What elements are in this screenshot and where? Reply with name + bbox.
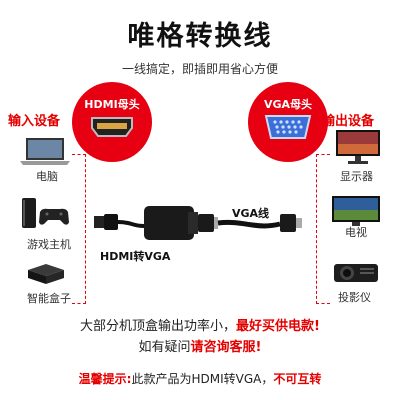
warm-tip-warning: 不可互转	[273, 372, 322, 386]
support-note-text: 如有疑问	[138, 340, 191, 355]
output-devices-label: 输出设备	[322, 114, 375, 129]
hdmi-connector-bubble: HDMI母头	[72, 82, 152, 162]
input-devices-label: 输入设备	[8, 114, 61, 129]
input-bracket-line	[72, 154, 86, 304]
power-note-highlight: 最好买供电款!	[236, 319, 320, 334]
vga-connector-bubble: VGA母头	[248, 82, 328, 162]
device-label-smart-box: 智能盒子	[27, 292, 71, 305]
hdmi-port-icon	[91, 117, 133, 137]
vga-connector-label: VGA母头	[263, 98, 313, 111]
output-bracket-line	[316, 154, 330, 304]
support-note-highlight: 请咨询客服!	[190, 340, 262, 355]
device-label-game-console: 游戏主机	[27, 238, 71, 251]
warm-tip-body: 此款产品为HDMI转VGA，	[131, 372, 274, 386]
warm-tip: 温馨提示:此款产品为HDMI转VGA，不可互转	[0, 370, 400, 387]
power-note-text: 大部分机顶盒输出功率小，	[80, 319, 237, 334]
device-label-computer: 电脑	[36, 170, 58, 183]
page-subtitle: 一线搞定，即插即用省心方便	[121, 62, 278, 76]
device-label-monitor: 显示器	[340, 170, 373, 183]
tv-icon	[332, 196, 380, 226]
warm-tip-prefix: 温馨提示:	[78, 372, 132, 386]
power-note: 大部分机顶盒输出功率小，最好买供电款!	[0, 315, 400, 334]
game-console-icon	[22, 198, 69, 228]
vga-cable-label: VGA线	[232, 207, 270, 220]
laptop-icon	[20, 138, 70, 165]
page-title: 唯格转换线	[127, 21, 273, 52]
vga-port-icon	[264, 115, 312, 139]
hdmi-connector-label: HDMI母头	[84, 98, 140, 111]
device-label-projector: 投影仪	[338, 291, 371, 304]
smart-box-icon	[28, 264, 64, 284]
hdmi-to-vga-adapter-image	[94, 206, 302, 240]
support-note: 如有疑问请咨询客服!	[0, 336, 400, 355]
adapter-label: HDMI转VGA	[100, 250, 171, 263]
device-label-tv: 电视	[345, 226, 367, 239]
projector-icon	[334, 264, 378, 282]
monitor-icon	[336, 130, 380, 164]
